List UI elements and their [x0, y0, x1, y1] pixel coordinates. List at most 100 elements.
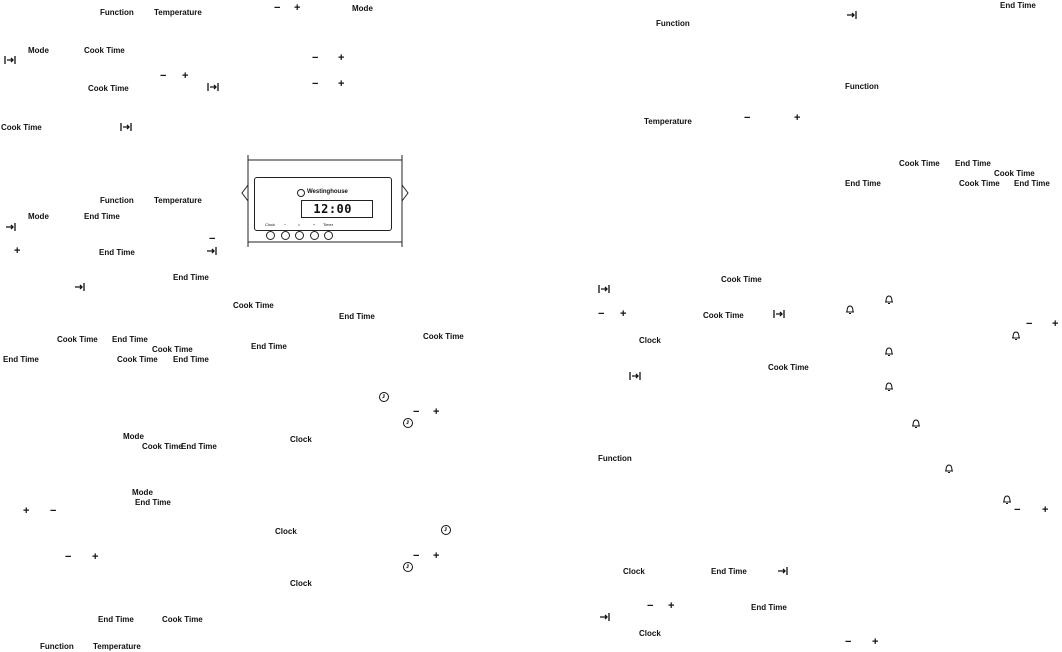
tab-to-end-icon[interactable]	[776, 565, 788, 577]
minus-button[interactable]: −	[647, 600, 654, 612]
bell-icon	[912, 419, 920, 428]
minus-button[interactable]	[281, 231, 290, 240]
clock-label: Clock	[290, 435, 312, 444]
bell-button[interactable]	[295, 231, 304, 240]
minus-button[interactable]: −	[598, 308, 605, 320]
plus-button[interactable]: +	[92, 551, 99, 563]
cook-time-label: Cook Time	[959, 179, 1000, 188]
temperature-label: Temperature	[154, 196, 202, 205]
clock-button[interactable]	[266, 231, 275, 240]
bell-icon	[885, 295, 893, 304]
plus-button[interactable]: +	[294, 2, 301, 14]
bell-icon	[846, 305, 854, 314]
temperature-label: Temperature	[154, 8, 202, 17]
plus-button[interactable]: +	[23, 505, 30, 517]
tab-to-end-icon[interactable]	[73, 281, 85, 293]
end-time-label: End Time	[99, 248, 135, 257]
end-time-label: End Time	[112, 335, 148, 344]
plus-button[interactable]: +	[338, 52, 345, 64]
tab-to-end-icon[interactable]	[205, 245, 217, 257]
clock-icon	[441, 525, 451, 535]
plus-button[interactable]: +	[433, 550, 440, 562]
minus-button[interactable]: −	[160, 70, 167, 82]
minus-button[interactable]: −	[50, 505, 57, 517]
panel-button-label: ⌂	[297, 222, 301, 227]
cook-time-label: Cook Time	[423, 332, 464, 341]
plus-button[interactable]: +	[14, 245, 21, 257]
plus-button[interactable]: +	[872, 636, 879, 648]
tab-to-end-icon[interactable]	[120, 121, 132, 133]
end-time-label: End Time	[751, 603, 787, 612]
end-time-label: End Time	[1000, 1, 1036, 10]
end-time-label: End Time	[173, 273, 209, 282]
plus-button[interactable]	[310, 231, 319, 240]
plus-button[interactable]: +	[1052, 318, 1059, 330]
oven-control-panel: Westinghouse 12:00 Clock − ⌂ + Timer	[240, 155, 412, 247]
end-time-label: End Time	[845, 179, 881, 188]
mode-label: Mode	[132, 488, 153, 497]
cook-time-label: Cook Time	[721, 275, 762, 284]
minus-button[interactable]: −	[1026, 318, 1033, 330]
tab-to-end-icon[interactable]	[845, 9, 857, 21]
plus-button[interactable]: +	[1042, 504, 1049, 516]
cook-time-label: Cook Time	[88, 84, 129, 93]
function-label: Function	[845, 82, 879, 91]
tab-to-end-icon[interactable]	[773, 308, 785, 320]
minus-button[interactable]: −	[413, 550, 420, 562]
bell-icon	[1012, 331, 1020, 340]
cook-time-label: Cook Time	[162, 615, 203, 624]
minus-button[interactable]: −	[744, 112, 751, 124]
minus-button[interactable]: −	[845, 636, 852, 648]
end-time-label: End Time	[135, 498, 171, 507]
tab-to-end-icon[interactable]	[629, 370, 641, 382]
tab-to-end-icon[interactable]	[598, 283, 610, 295]
cook-time-label: Cook Time	[57, 335, 98, 344]
minus-button[interactable]: −	[65, 551, 72, 563]
clock-label: Clock	[623, 567, 645, 576]
tab-to-end-icon[interactable]	[4, 54, 16, 66]
plus-button[interactable]: +	[794, 112, 801, 124]
plus-button[interactable]: +	[668, 600, 675, 612]
bell-icon	[885, 382, 893, 391]
minus-button[interactable]: −	[1014, 504, 1021, 516]
end-time-label: End Time	[173, 355, 209, 364]
panel-outline	[241, 155, 409, 247]
plus-button[interactable]: +	[182, 70, 189, 82]
plus-button[interactable]: +	[620, 308, 627, 320]
minus-button[interactable]: −	[312, 52, 319, 64]
control-panel-face: Westinghouse 12:00 Clock − ⌂ + Timer	[254, 177, 392, 240]
bell-icon	[945, 464, 953, 473]
timer-button[interactable]	[324, 231, 333, 240]
clock-icon	[379, 392, 389, 402]
mode-label: Mode	[123, 432, 144, 441]
clock-display: 12:00	[301, 200, 373, 218]
plus-button[interactable]: +	[338, 78, 345, 90]
minus-button[interactable]: −	[274, 2, 281, 14]
function-label: Function	[40, 642, 74, 651]
cook-time-label: Cook Time	[1, 123, 42, 132]
temperature-label: Temperature	[93, 642, 141, 651]
tab-to-end-icon[interactable]	[598, 611, 610, 623]
cook-time-label: Cook Time	[142, 442, 183, 451]
end-time-label: End Time	[955, 159, 991, 168]
end-time-label: End Time	[98, 615, 134, 624]
minus-button[interactable]: −	[209, 233, 216, 245]
end-time-label: End Time	[251, 342, 287, 351]
clock-label: Clock	[290, 579, 312, 588]
tab-to-end-icon[interactable]	[207, 81, 219, 93]
end-time-label: End Time	[1014, 179, 1050, 188]
plus-button[interactable]: +	[433, 406, 440, 418]
bell-icon	[1003, 495, 1011, 504]
panel-button-label: Clock	[264, 222, 275, 227]
end-time-label: End Time	[84, 212, 120, 221]
cook-time-label: Cook Time	[994, 169, 1035, 178]
tab-to-end-icon[interactable]	[4, 221, 16, 233]
minus-button[interactable]: −	[413, 406, 420, 418]
clock-icon	[403, 418, 413, 428]
display-time: 12:00	[313, 202, 352, 216]
minus-button[interactable]: −	[312, 78, 319, 90]
end-time-label: End Time	[181, 442, 217, 451]
cook-time-label: Cook Time	[117, 355, 158, 364]
end-time-label: End Time	[711, 567, 747, 576]
cook-time-label: Cook Time	[233, 301, 274, 310]
